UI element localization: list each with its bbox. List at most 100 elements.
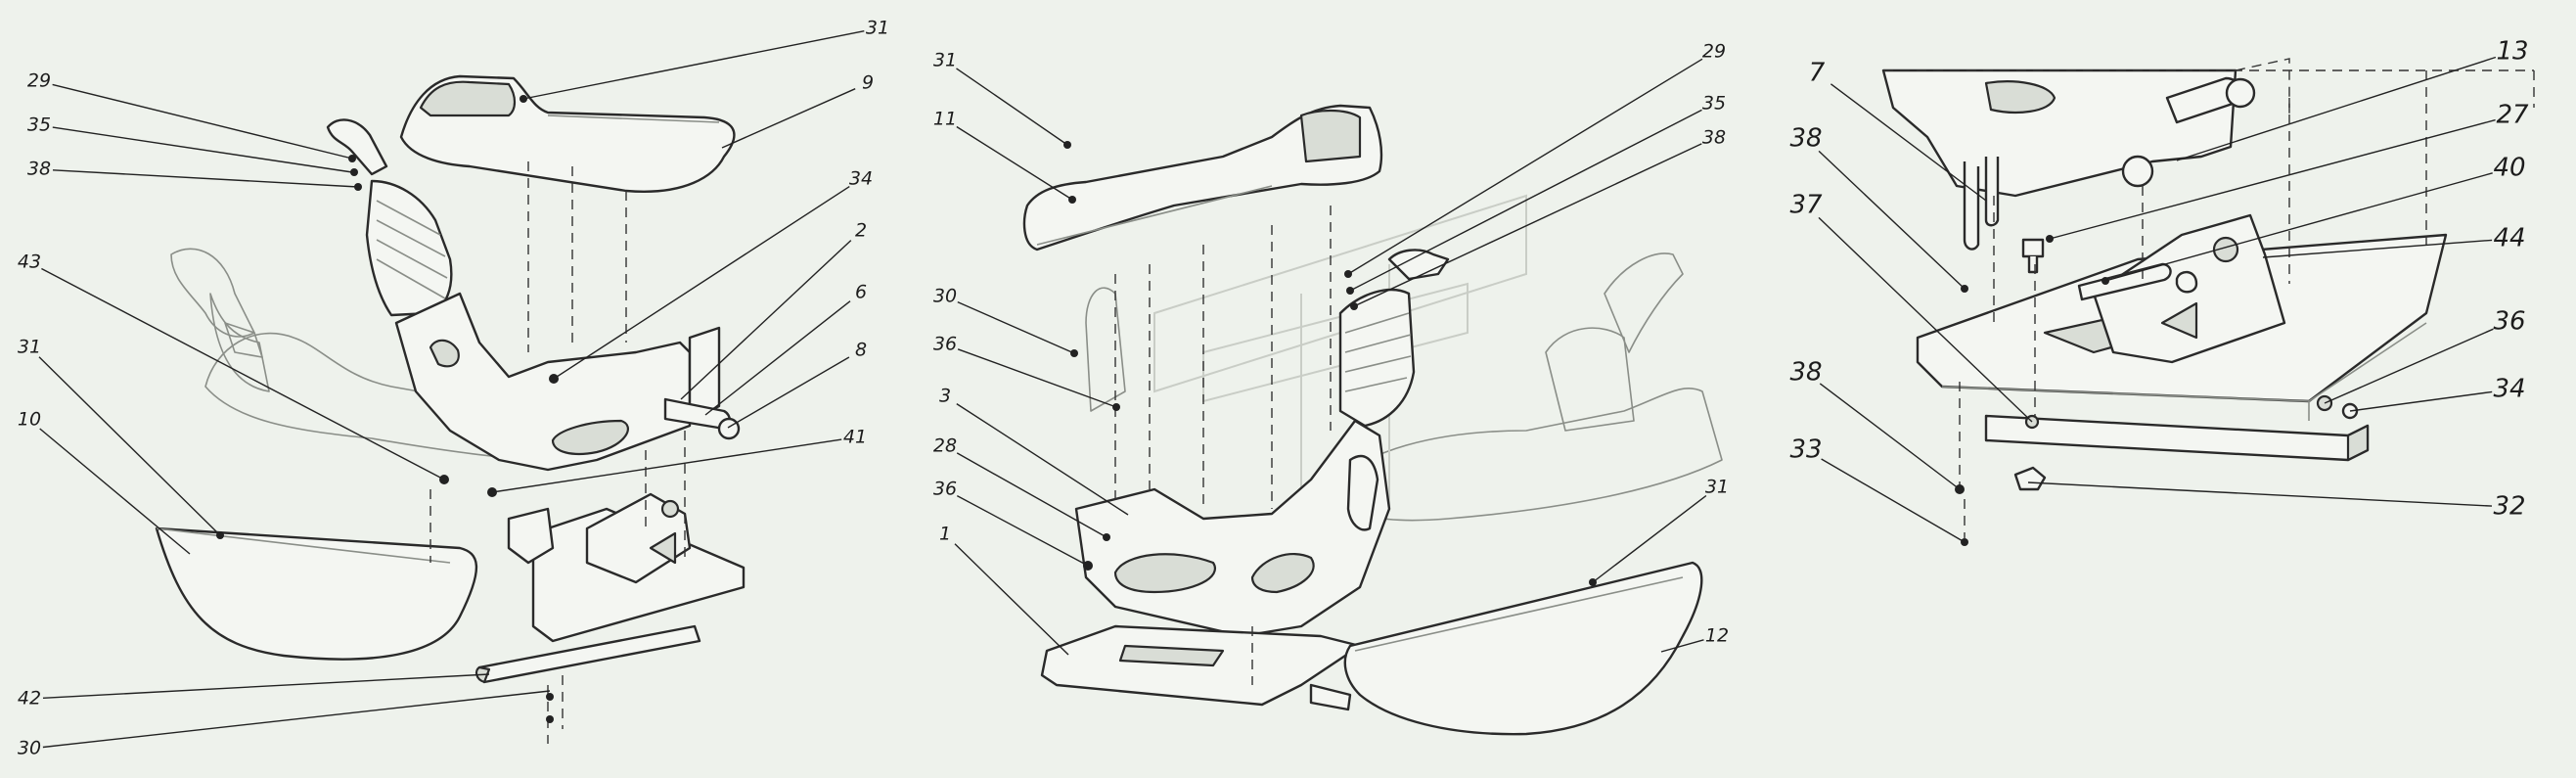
leader-line-v1-2 — [680, 240, 852, 400]
view3-channel-rail — [1984, 414, 2370, 462]
leader-line-v1-43 — [41, 267, 445, 481]
view-2-console-assembly — [1022, 104, 1723, 736]
leader-line-v2-12 — [1660, 639, 1704, 653]
callout-label-v2-12: 12 — [1705, 625, 1729, 647]
leader-line-v2-31b — [1592, 494, 1707, 583]
callout-label-v3-40: 40 — [2493, 154, 2525, 183]
callout-label-v2-3: 3 — [939, 386, 951, 407]
view1-side-panel — [155, 526, 478, 661]
leader-line-v3-13 — [2176, 56, 2497, 161]
callout-label-v2-35: 35 — [1702, 93, 1726, 114]
leader-line-v1-8 — [727, 356, 850, 429]
leader-line-v2-1 — [954, 543, 1069, 656]
callout-leaders — [38, 30, 2497, 749]
callout-label-v3-38b: 38 — [1789, 358, 1822, 388]
view3-upper-housing — [1881, 58, 2534, 198]
leader-line-v2-29 — [1347, 58, 1703, 275]
callout-label-v3-13: 13 — [2496, 37, 2528, 67]
callout-label-v1-8: 8 — [855, 340, 867, 361]
leader-line-v2-38 — [1353, 143, 1702, 307]
leader-line-v2-35 — [1349, 109, 1702, 292]
callout-label-v2-38: 38 — [1702, 127, 1726, 149]
view3-bolt — [2021, 238, 2045, 274]
callout-label-v2-31b: 31 — [1705, 477, 1729, 498]
leader-line-v2-31a — [956, 68, 1068, 146]
view2-ghost-housing — [1085, 252, 1723, 522]
leader-line-v1-31b — [38, 356, 221, 536]
callout-label-v3-32: 32 — [2493, 492, 2525, 522]
view2-bracket-frame — [1074, 419, 1391, 638]
callout-label-v2-36a: 36 — [933, 334, 957, 355]
view2-side-panel — [1343, 561, 1703, 736]
leader-line-v3-27 — [2049, 118, 2496, 240]
callout-label-v1-6: 6 — [855, 282, 867, 303]
leader-line-v2-36a — [957, 348, 1117, 408]
callout-label-v1-43: 43 — [18, 252, 41, 273]
leader-line-v3-7 — [1830, 83, 1987, 202]
leader-line-v3-34 — [2349, 390, 2493, 412]
view2-top-cover — [1022, 104, 1383, 252]
view2-joystick — [1338, 249, 1450, 428]
leader-line-v1-10 — [39, 428, 191, 555]
leader-line-v1-6 — [704, 300, 851, 416]
leader-line-v3-44 — [2262, 239, 2493, 258]
callout-label-v1-9: 9 — [862, 72, 874, 94]
view1-base-plate — [507, 492, 746, 643]
callout-label-v1-41: 41 — [843, 427, 867, 448]
view1-top-cover — [399, 74, 736, 193]
callout-label-v2-31a: 31 — [933, 50, 957, 71]
callout-label-v3-33: 33 — [1789, 435, 1822, 465]
leader-line-v1-31a — [522, 30, 865, 100]
view1-joystick — [326, 118, 453, 317]
callout-label-v2-1: 1 — [939, 524, 951, 545]
callout-label-v1-30: 30 — [18, 738, 41, 759]
leader-line-v2-36b — [956, 494, 1089, 567]
view3-assembly-axes — [1959, 70, 2535, 538]
view-3-hinge-detail — [1881, 58, 2535, 546]
leader-line-v3-37 — [1818, 216, 2033, 423]
leader-line-v3-36 — [2324, 328, 2494, 404]
view1-rail — [475, 624, 701, 684]
leader-line-v2-3 — [956, 403, 1129, 516]
callout-label-v3-36: 36 — [2493, 307, 2525, 337]
callout-label-v1-42: 42 — [18, 688, 41, 709]
callout-label-v2-11: 11 — [933, 109, 957, 130]
leader-line-v2-30 — [957, 300, 1075, 354]
callout-label-v2-30: 30 — [933, 286, 957, 307]
leader-line-v2-28 — [956, 452, 1107, 538]
leader-line-v1-9 — [721, 88, 856, 149]
view2-assembly-axes — [1114, 206, 1332, 685]
callout-label-v1-31b: 31 — [18, 337, 41, 358]
callout-label-v2-29: 29 — [1702, 41, 1726, 63]
callout-label-v3-38a: 38 — [1789, 124, 1822, 154]
leader-line-v1-30 — [42, 690, 551, 749]
callout-label-v3-7: 7 — [1809, 59, 1826, 88]
leader-line-v1-35 — [52, 126, 353, 173]
callout-label-v1-35: 35 — [27, 114, 51, 136]
callout-label-v1-2: 2 — [855, 220, 867, 242]
leader-line-v1-38 — [52, 169, 359, 188]
view3-u-bolt — [1963, 157, 2000, 251]
callout-label-v3-44: 44 — [2493, 224, 2525, 253]
leader-line-v2-11 — [956, 125, 1073, 201]
leader-line-v3-33 — [1821, 458, 1966, 543]
view-1-joystick-console-assembly — [155, 74, 746, 744]
leader-line-v1-42 — [42, 673, 490, 699]
callout-label-v2-36b: 36 — [933, 479, 957, 500]
callout-label-v2-28: 28 — [933, 435, 957, 457]
callout-label-v1-34: 34 — [849, 168, 873, 190]
callout-label-v3-37: 37 — [1789, 191, 1823, 220]
leader-line-v1-34 — [553, 186, 850, 380]
callout-label-v1-29: 29 — [27, 70, 51, 92]
leader-line-v3-32 — [2027, 481, 2493, 507]
leader-line-v1-29 — [52, 83, 353, 160]
leader-line-v3-40 — [2104, 172, 2493, 282]
view3-hinge-bracket — [2077, 213, 2286, 364]
view1-bracket-frame — [394, 292, 741, 472]
view2-base-plate — [1040, 624, 1362, 711]
callout-label-v1-31a: 31 — [866, 18, 889, 39]
callout-label-v1-10: 10 — [18, 409, 41, 431]
callout-label-v3-27: 27 — [2496, 101, 2529, 130]
